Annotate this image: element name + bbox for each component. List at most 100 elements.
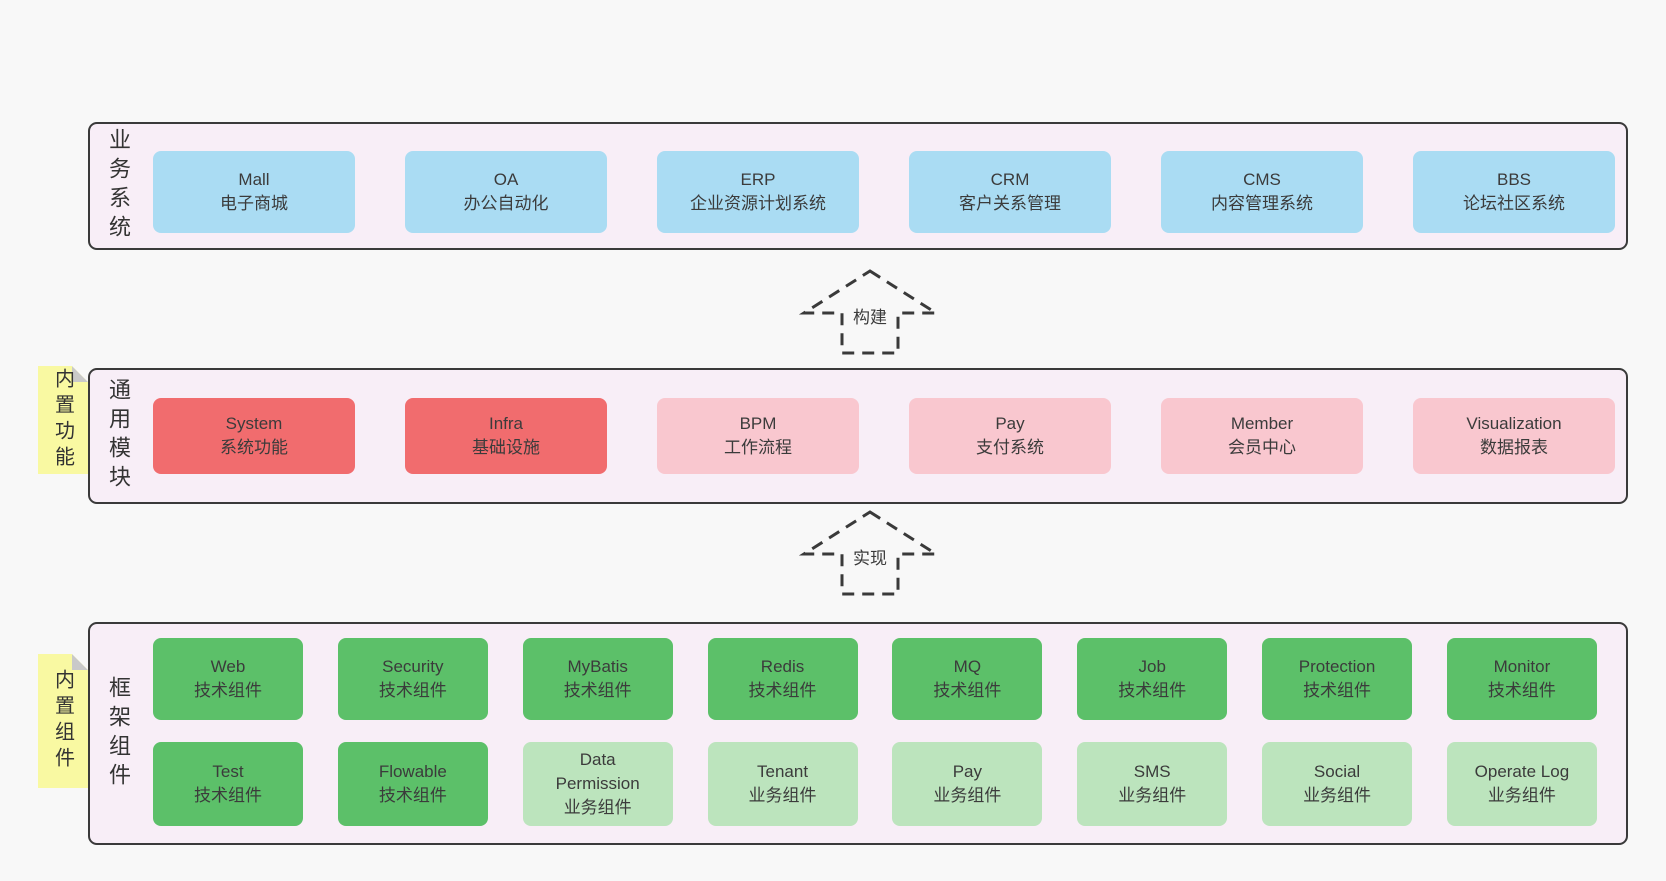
- node-tenant: Tenant 业务组件: [707, 742, 858, 826]
- node-web: Web 技术组件: [153, 638, 303, 720]
- node-monitor: Monitor 技术组件: [1446, 638, 1597, 720]
- node-title: Data Permission: [555, 750, 640, 793]
- node-security: Security 技术组件: [337, 638, 488, 720]
- panel-framework-components: 框架组件 Web 技术组件 Security 技术组件 MyBatis 技术组件…: [88, 622, 1628, 845]
- node-subtitle: 数据报表: [1480, 438, 1548, 457]
- node-mybatis: MyBatis 技术组件: [522, 638, 673, 720]
- sticky-tab-built-in-components: 内置组件: [38, 654, 88, 788]
- node-subtitle: 技术组件: [748, 681, 817, 700]
- node-title: SMS: [1133, 762, 1171, 781]
- node-job: Job 技术组件: [1077, 638, 1228, 720]
- tab-label: 内置功能: [51, 368, 74, 472]
- panel-title: 框架组件: [106, 675, 131, 792]
- framework-row-2: Test 技术组件 Flowable 技术组件 Data Permission …: [153, 742, 1597, 826]
- node-subtitle: 客户关系管理: [959, 194, 1061, 213]
- node-protection: Protection 技术组件: [1262, 638, 1413, 720]
- node-title: Tenant: [757, 762, 809, 781]
- node-title: Social: [1313, 762, 1361, 781]
- node-title: BPM: [739, 414, 777, 433]
- node-subtitle: 办公自动化: [463, 194, 549, 213]
- node-social: Social 业务组件: [1262, 742, 1413, 826]
- node-subtitle: 业务组件: [933, 786, 1002, 805]
- node-subtitle: 基础设施: [472, 438, 540, 457]
- modules-row: System 系统功能 Infra 基础设施 BPM 工作流程 Pay 支付系统…: [153, 398, 1615, 474]
- node-title: Test: [212, 762, 244, 781]
- node-data-permission: Data Permission 业务组件: [522, 742, 673, 826]
- node-subtitle: 业务组件: [1487, 786, 1556, 805]
- node-title: Pay: [995, 414, 1025, 433]
- tab-label: 内置组件: [51, 669, 74, 773]
- node-subtitle: 技术组件: [194, 681, 262, 700]
- node-title: Infra: [488, 414, 524, 433]
- node-subtitle: 技术组件: [933, 681, 1002, 700]
- node-subtitle: 企业资源计划系统: [690, 194, 826, 213]
- framework-row-1: Web 技术组件 Security 技术组件 MyBatis 技术组件 Redi…: [153, 638, 1597, 720]
- folded-corner-icon: [72, 654, 88, 670]
- node-title: Pay: [952, 762, 983, 781]
- node-title: Operate Log: [1474, 762, 1570, 781]
- node-visualization: Visualization 数据报表: [1413, 398, 1615, 474]
- node-title: MyBatis: [567, 657, 628, 676]
- node-subtitle: 业务组件: [748, 786, 817, 805]
- node-title: MQ: [953, 657, 982, 676]
- node-crm: CRM 客户关系管理: [909, 151, 1111, 233]
- up-block-arrow-icon: [798, 269, 942, 355]
- node-title: Visualization: [1466, 414, 1562, 433]
- node-title: System: [225, 414, 283, 433]
- panel-business-systems: 业务系统 Mall 电子商城 OA 办公自动化 ERP 企业资源计划系统 CRM…: [88, 122, 1628, 250]
- node-title: Redis: [760, 657, 805, 676]
- node-mq: MQ 技术组件: [892, 638, 1043, 720]
- node-title: Job: [1138, 657, 1166, 676]
- node-title: Monitor: [1493, 657, 1551, 676]
- node-subtitle: 支付系统: [976, 438, 1044, 457]
- node-pay-component: Pay 业务组件: [892, 742, 1043, 826]
- node-operate-log: Operate Log 业务组件: [1446, 742, 1597, 826]
- node-subtitle: 工作流程: [724, 438, 792, 457]
- node-erp: ERP 企业资源计划系统: [657, 151, 859, 233]
- node-system: System 系统功能: [153, 398, 355, 474]
- node-title: CMS: [1243, 170, 1281, 189]
- business-row: Mall 电子商城 OA 办公自动化 ERP 企业资源计划系统 CRM 客户关系…: [153, 151, 1615, 233]
- node-subtitle: 技术组件: [1118, 681, 1187, 700]
- node-title: CRM: [990, 170, 1030, 189]
- node-title: BBS: [1496, 170, 1532, 189]
- implement-arrow: 实现: [795, 509, 945, 597]
- panel-title: 通用模块: [106, 378, 131, 494]
- node-cms: CMS 内容管理系统: [1161, 151, 1363, 233]
- node-title: ERP: [740, 170, 776, 189]
- node-title: Flowable: [378, 762, 447, 781]
- node-subtitle: 内容管理系统: [1211, 194, 1313, 213]
- node-sms: SMS 业务组件: [1077, 742, 1228, 826]
- panel-title: 业务系统: [106, 128, 131, 244]
- node-subtitle: 论坛社区系统: [1463, 194, 1565, 213]
- node-subtitle: 业务组件: [563, 798, 632, 817]
- node-subtitle: 技术组件: [194, 786, 262, 805]
- node-title: Web: [210, 657, 246, 676]
- node-bbs: BBS 论坛社区系统: [1413, 151, 1615, 233]
- node-subtitle: 会员中心: [1228, 438, 1296, 457]
- arrow-label: 构建: [850, 302, 890, 329]
- node-title: Security: [382, 657, 444, 676]
- node-subtitle: 技术组件: [563, 681, 632, 700]
- node-title: Protection: [1298, 657, 1376, 676]
- node-subtitle: 业务组件: [1118, 786, 1187, 805]
- node-subtitle: 电子商城: [220, 194, 288, 213]
- node-subtitle: 业务组件: [1303, 786, 1372, 805]
- node-pay-system: Pay 支付系统: [909, 398, 1111, 474]
- node-subtitle: 技术组件: [378, 786, 447, 805]
- node-title: Member: [1230, 414, 1294, 433]
- node-test: Test 技术组件: [153, 742, 303, 826]
- node-oa: OA 办公自动化: [405, 151, 607, 233]
- node-infra: Infra 基础设施: [405, 398, 607, 474]
- node-member: Member 会员中心: [1161, 398, 1363, 474]
- node-flowable: Flowable 技术组件: [337, 742, 488, 826]
- build-arrow: 构建: [795, 268, 945, 356]
- node-subtitle: 技术组件: [1487, 681, 1556, 700]
- node-title: OA: [493, 170, 519, 189]
- node-title: Mall: [238, 170, 270, 189]
- node-redis: Redis 技术组件: [707, 638, 858, 720]
- sticky-tab-built-in-features: 内置功能: [38, 366, 88, 474]
- panel-common-modules: 通用模块 System 系统功能 Infra 基础设施 BPM 工作流程 Pay…: [88, 368, 1628, 504]
- node-bpm: BPM 工作流程: [657, 398, 859, 474]
